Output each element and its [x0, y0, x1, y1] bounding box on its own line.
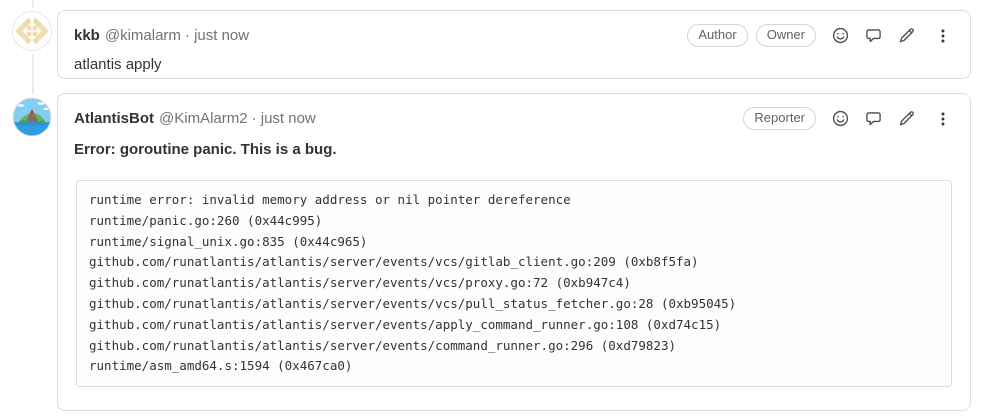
comment-actions [831, 109, 952, 128]
smiley-icon [832, 27, 849, 44]
emoji-reaction-button[interactable] [831, 109, 850, 128]
stack-trace-line: github.com/runatlantis/atlantis/server/e… [89, 295, 737, 311]
more-actions-button[interactable] [934, 110, 952, 128]
reporter-badge: Reporter [743, 107, 816, 130]
comment-body: atlantis apply [74, 56, 162, 73]
stack-trace-line: runtime/asm_amd64.s:1594 (0x467ca0) [89, 358, 353, 374]
edit-button[interactable] [897, 26, 916, 45]
author-badge: Author [687, 24, 748, 47]
comment-author-handle[interactable]: @KimAlarm2 [159, 109, 248, 127]
pencil-icon [899, 111, 914, 126]
avatar-atlantisbot[interactable] [12, 97, 52, 137]
comment-button[interactable] [864, 26, 883, 45]
identicon-avatar-image [12, 11, 52, 51]
smiley-icon [832, 110, 849, 127]
comment-author-name[interactable]: kkb [74, 26, 100, 44]
stack-trace-line: github.com/runatlantis/atlantis/server/e… [89, 316, 722, 332]
comment-bubble-icon [866, 112, 881, 126]
stack-trace-code-block: runtime error: invalid memory address or… [76, 180, 952, 388]
stack-trace-line: github.com/runatlantis/atlantis/server/e… [89, 275, 631, 291]
comment-timestamp[interactable]: · just now [184, 26, 250, 44]
comment-header: kkb @kimalarm · just now Author Owner [58, 11, 970, 47]
comment-card-atlantisbot: AtlantisBot @KimAlarm2 · just now Report… [57, 93, 971, 411]
edit-button[interactable] [897, 109, 916, 128]
comment-author-name[interactable]: AtlantisBot [74, 109, 154, 127]
error-heading: Error: goroutine panic. This is a bug. [74, 141, 337, 158]
comment-bubble-icon [866, 29, 881, 43]
comment-author-handle[interactable]: @kimalarm [104, 26, 181, 44]
kebab-menu-icon [941, 112, 945, 125]
avatar-kkb[interactable] [12, 11, 52, 51]
comment-timestamp[interactable]: · just now [251, 109, 316, 127]
comment-header: AtlantisBot @KimAlarm2 · just now Report… [58, 94, 970, 130]
stack-trace-line: runtime/panic.go:260 (0x44c995) [89, 212, 323, 228]
emoji-reaction-button[interactable] [831, 26, 850, 45]
kebab-menu-icon [941, 29, 945, 42]
comment-card-kkb: kkb @kimalarm · just now Author Owner [57, 10, 971, 79]
comment-button[interactable] [864, 109, 883, 128]
atlantis-logo-avatar-image [12, 97, 52, 137]
stack-trace-line: runtime/signal_unix.go:835 (0x44c965) [89, 233, 368, 249]
owner-badge: Owner [755, 24, 816, 47]
more-actions-button[interactable] [934, 27, 952, 45]
stack-trace-line: runtime error: invalid memory address or… [89, 192, 571, 207]
pencil-icon [899, 28, 914, 43]
stack-trace-line: github.com/runatlantis/atlantis/server/e… [89, 337, 676, 353]
comment-actions [831, 26, 952, 45]
discussion-timeline-line [32, 0, 34, 140]
stack-trace-line: github.com/runatlantis/atlantis/server/e… [89, 254, 699, 270]
